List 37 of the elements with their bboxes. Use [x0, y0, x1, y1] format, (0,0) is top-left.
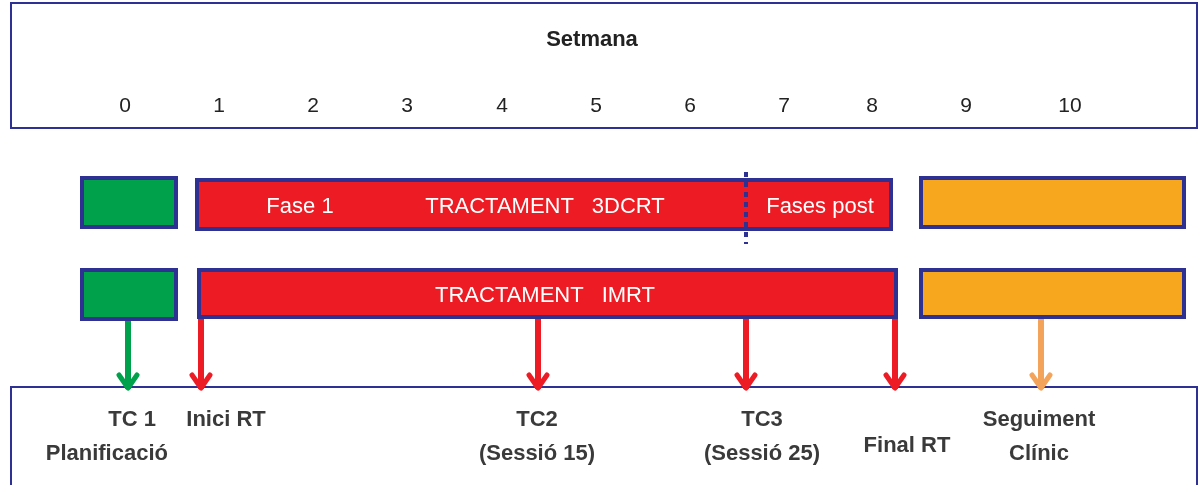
phase-bar [80, 268, 178, 321]
arrow [116, 321, 140, 391]
arrow [734, 319, 758, 391]
follow-up-bar [919, 176, 1186, 229]
panel-frame [10, 386, 1198, 485]
bar-label: Fases post [766, 192, 874, 217]
week-number: 1 [213, 93, 225, 117]
arrow [189, 319, 213, 391]
week-number: 4 [496, 93, 508, 117]
arrow [883, 319, 907, 391]
follow-up-bar [919, 268, 1186, 319]
week-number: 10 [1058, 93, 1082, 117]
milestone-label: Inici RT [186, 405, 266, 433]
week-number: 8 [866, 93, 878, 117]
bar-label: TRACTAMENT 3DCRT [425, 192, 665, 217]
treatment-bar [197, 268, 898, 319]
milestone-label: TC3 (Sessió 25) [702, 405, 822, 467]
milestone-label: Planificació [45, 439, 168, 467]
axis-title: Setmana [546, 25, 638, 51]
week-number: 0 [119, 93, 131, 117]
bar-label: Fase 1 [266, 192, 334, 217]
milestone-label: Seguiment Clínic [981, 405, 1097, 467]
panel-frame [10, 2, 1198, 129]
week-number: 3 [401, 93, 413, 117]
week-number: 6 [684, 93, 696, 117]
phase-bar [80, 176, 178, 229]
week-number: 7 [778, 93, 790, 117]
week-number: 2 [307, 93, 319, 117]
milestone-label: TC2 (Sessió 15) [477, 405, 597, 467]
treatment-bar [195, 178, 893, 231]
milestone-label: TC 1 [108, 405, 157, 433]
week-number: 9 [960, 93, 972, 117]
week-number: 5 [590, 93, 602, 117]
bar-label: TRACTAMENT IMRT [435, 281, 655, 306]
milestone-label: Final RT [863, 431, 951, 459]
arrow [1029, 319, 1053, 391]
arrow [526, 319, 550, 391]
